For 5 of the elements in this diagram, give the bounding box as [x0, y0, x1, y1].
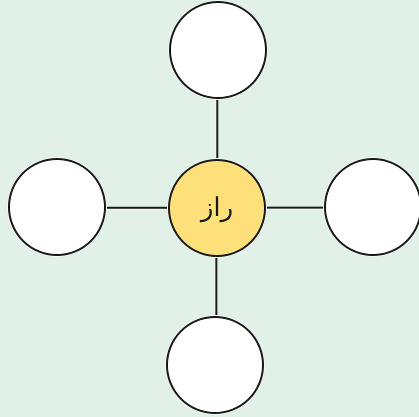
connector-line [216, 100, 218, 158]
node-label: راز [200, 193, 234, 223]
connector-line [215, 258, 218, 315]
connector-line [107, 206, 167, 209]
connector-line [267, 206, 323, 209]
